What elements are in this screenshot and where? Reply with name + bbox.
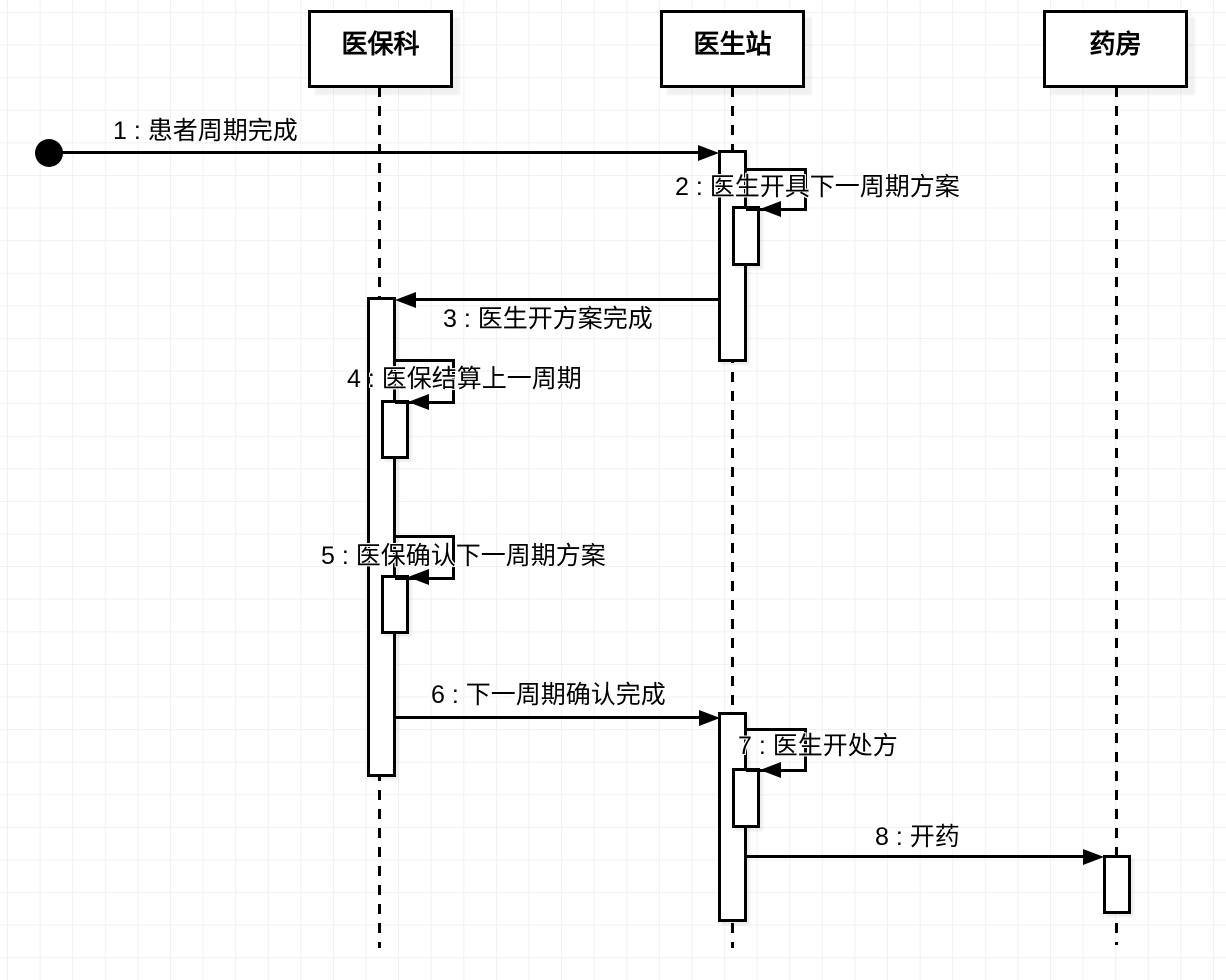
actor-box-doctor-station: 医生站 <box>660 10 805 88</box>
message-1-arrowhead-icon <box>698 145 719 161</box>
lifeline-pharmacy <box>1115 87 1118 945</box>
message-1-label: 1 : 患者周期完成 <box>113 117 298 145</box>
message-5-arrowhead-icon <box>408 569 429 585</box>
message-2-arrowhead-icon <box>760 201 781 217</box>
message-3-arrowhead-icon <box>395 292 416 308</box>
message-2-label: 2 : 医生开具下一周期方案 <box>675 173 960 201</box>
actor-label-insurance-dept: 医保科 <box>341 29 420 59</box>
message-6-line <box>395 716 701 719</box>
actor-box-insurance-dept: 医保科 <box>308 10 453 88</box>
message-5-label: 5 : 医保确认下一周期方案 <box>321 542 606 570</box>
initial-node <box>35 139 63 167</box>
activation-insurance-nested-msg5 <box>381 575 409 634</box>
actor-label-pharmacy: 药房 <box>1089 29 1142 59</box>
message-8-arrowhead-icon <box>1083 849 1104 865</box>
message-8-label: 8 : 开药 <box>875 823 960 851</box>
message-4-label: 4 : 医保结算上一周期 <box>347 365 582 393</box>
activation-pharmacy <box>1103 855 1131 914</box>
message-6-label: 6 : 下一周期确认完成 <box>431 681 666 709</box>
message-6-arrowhead-icon <box>699 710 720 726</box>
activation-doctor-2-nested <box>732 768 760 828</box>
message-1-line <box>60 151 700 154</box>
activation-insurance-nested-msg4 <box>381 400 409 459</box>
message-4-arrowhead-icon <box>408 394 429 410</box>
activation-insurance <box>367 297 396 777</box>
message-7-label: 7 : 医生开处方 <box>738 732 898 760</box>
message-3-label: 3 : 医生开方案完成 <box>443 305 653 333</box>
message-8-line <box>746 855 1084 858</box>
actor-box-pharmacy: 药房 <box>1043 10 1188 88</box>
actor-label-doctor-station: 医生站 <box>693 29 772 59</box>
message-3-line <box>414 298 719 301</box>
activation-doctor-1-nested <box>732 206 760 266</box>
lifeline-doctor-station <box>731 87 734 948</box>
message-7-arrowhead-icon <box>760 762 781 778</box>
